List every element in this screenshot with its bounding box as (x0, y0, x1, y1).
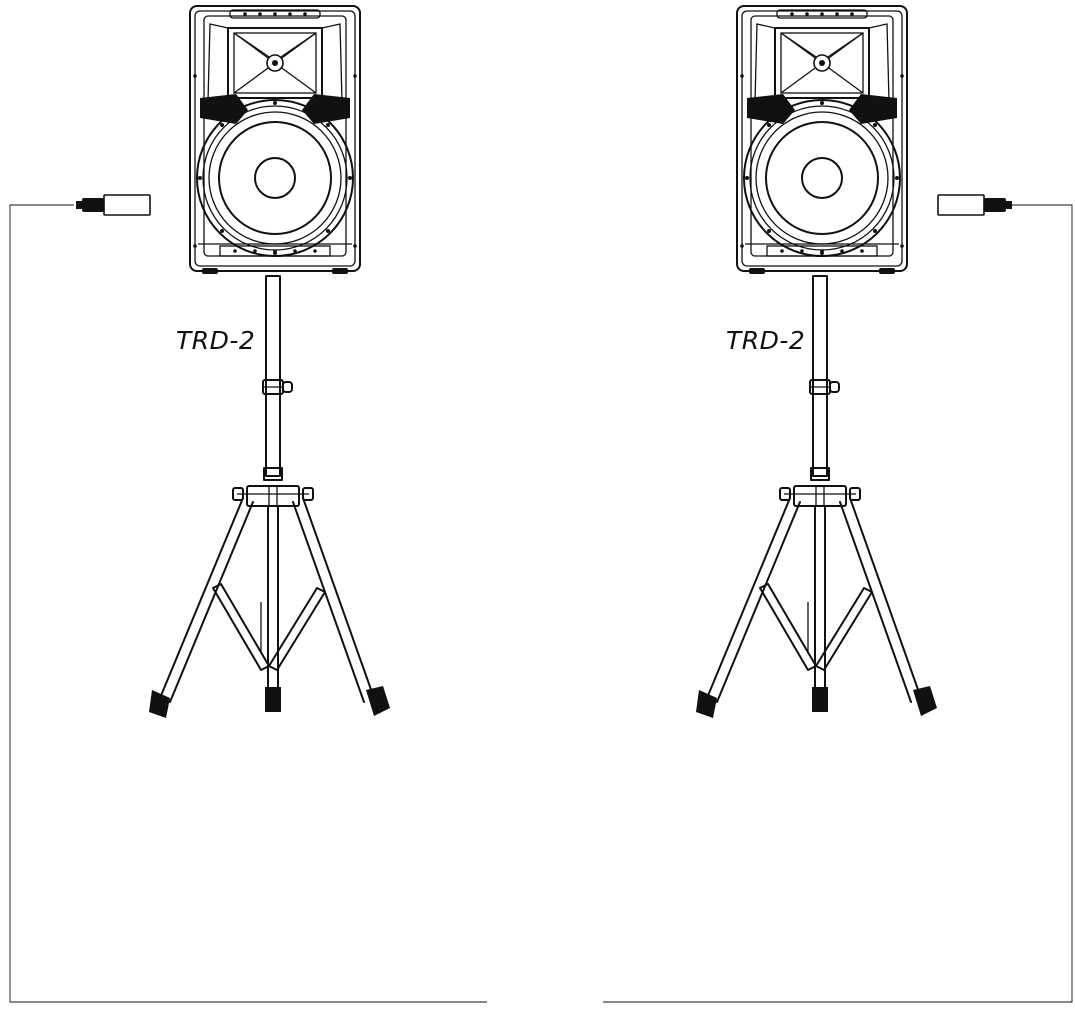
stand-label-left: TRD-2 (176, 326, 256, 355)
left-speaker-cabinet (189, 5, 361, 275)
right-cable (603, 194, 1073, 1003)
right-speaker-cabinet (736, 5, 908, 275)
left-speaker-assembly (148, 5, 391, 719)
left-cable (9, 194, 487, 1003)
stand-label-right: TRD-2 (726, 326, 806, 355)
xlr-connector-icon (937, 194, 1013, 216)
xlr-connector-icon (75, 194, 151, 216)
right-speaker-assembly (695, 5, 938, 719)
